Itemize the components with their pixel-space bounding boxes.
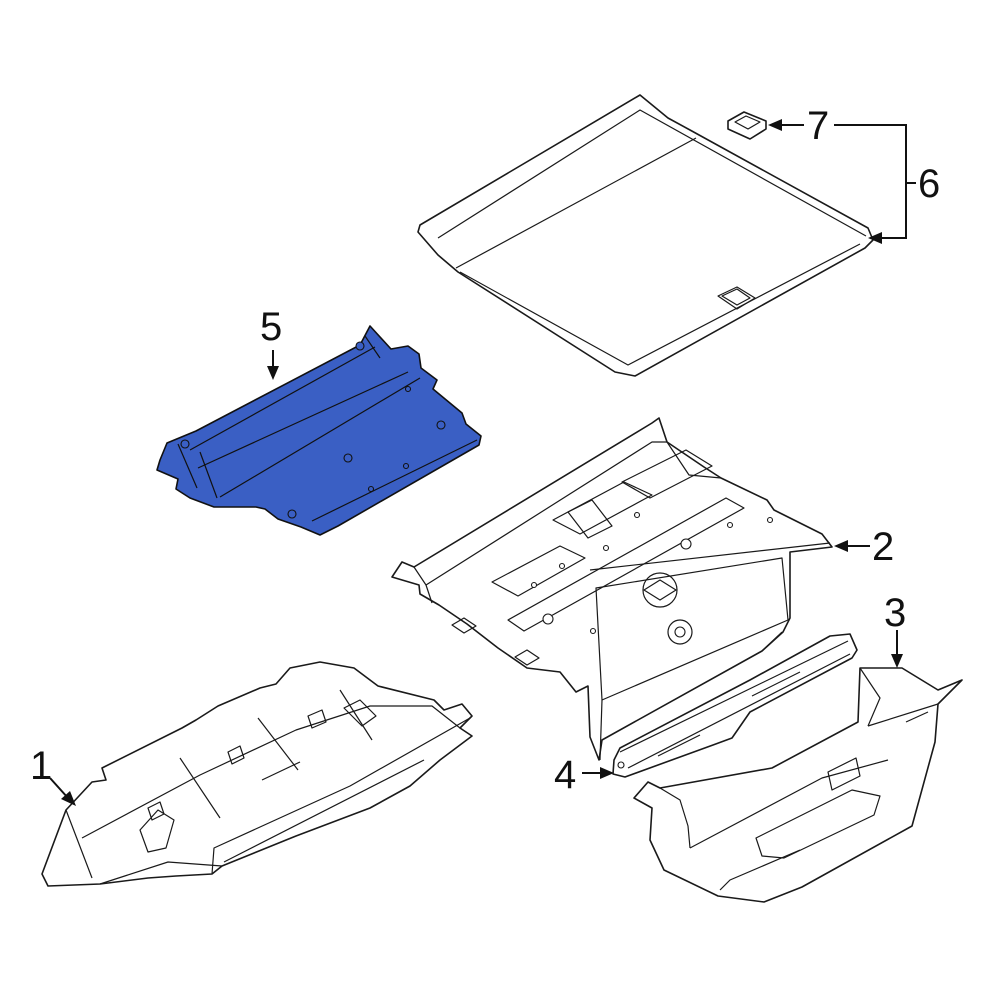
callout-5: 5 [260, 305, 282, 349]
scuff-plate-part[interactable] [612, 633, 858, 778]
callout-2: 2 [872, 525, 894, 569]
clip-part[interactable] [727, 111, 767, 140]
cargo-cover-part[interactable] [417, 94, 874, 377]
callout-4: 4 [554, 753, 576, 797]
cover-panel-part[interactable] [156, 325, 482, 536]
callout-leaders [49, 119, 916, 806]
floor-console-part[interactable] [41, 661, 473, 887]
callout-7: 7 [807, 104, 829, 148]
callout-labels: 1 2 3 4 5 6 7 [30, 104, 940, 797]
floor-pan-part[interactable] [391, 417, 833, 761]
trim-panel-part[interactable] [633, 667, 963, 903]
callout-1: 1 [30, 744, 52, 788]
callout-3: 3 [884, 591, 906, 635]
callout-6: 6 [918, 162, 940, 206]
